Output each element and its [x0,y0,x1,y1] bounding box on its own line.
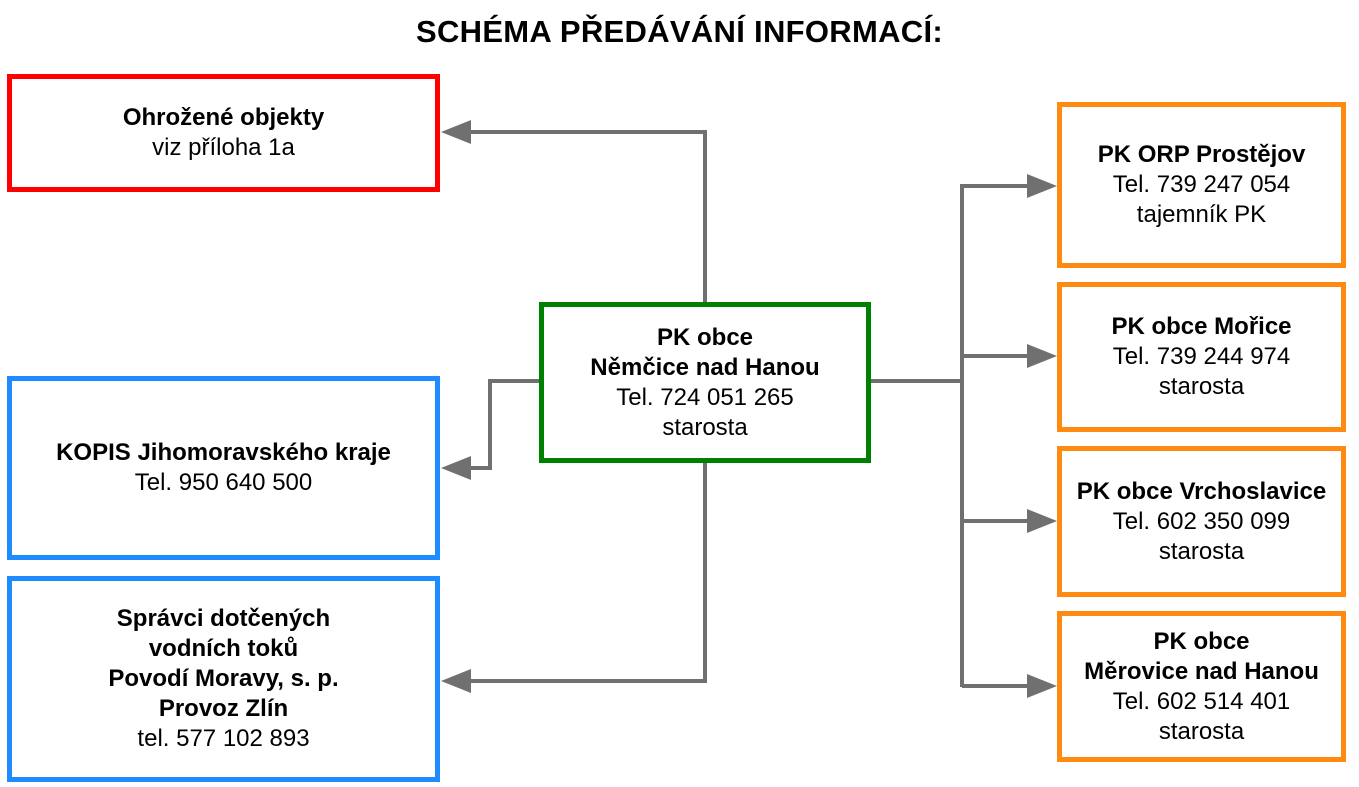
merovice-role: starosta [1158,717,1245,745]
morice-role: starosta [1158,373,1245,400]
prostejov-phone: Tel. 739 247 054 [1112,171,1291,198]
kopis-phone: Tel. 950 640 500 [134,469,313,496]
morice-phone: Tel. 739 244 974 [1112,343,1291,370]
arrowhead-morice [1027,344,1057,368]
arrowhead-prostejov [1027,174,1057,198]
arrowhead-kopis [441,456,471,480]
center-role: starosta [662,413,748,441]
spravci-line1: Správci dotčených [116,605,331,632]
connector-to-spravci [470,461,707,683]
vrchoslavice-phone: Tel. 602 350 099 [1112,507,1291,535]
merovice-phone: Tel. 602 514 401 [1112,687,1291,715]
box-morice: PK obce Mořice Tel. 739 244 974 starosta [1057,282,1346,432]
box-center-nemcice: PK obce Němčice nad Hanou Tel. 724 051 2… [539,302,871,463]
spravci-phone: tel. 577 102 893 [137,725,310,752]
diagram-title: SCHÉMA PŘEDÁVÁNÍ INFORMACÍ: [415,14,944,49]
center-line1: PK obce [656,323,754,351]
box-kopis: KOPIS Jihomoravského kraje Tel. 950 640 … [7,376,440,560]
connector-to-ohrozene [470,130,707,304]
box-spravci: Správci dotčených vodních toků Povodí Mo… [7,576,440,782]
arrowhead-ohrozene [441,120,471,144]
vrchoslavice-role: starosta [1158,537,1245,565]
box-merovice: PK obce Měrovice nad Hanou Tel. 602 514 … [1057,611,1346,762]
spravci-line4: Provoz Zlín [158,695,289,722]
box-ohrozene-objekty: Ohrožené objekty viz příloha 1a [7,74,440,192]
spravci-line3: Povodí Moravy, s. p. [108,665,339,692]
spravci-line2: vodních toků [148,635,299,662]
connector-to-kopis [470,379,541,470]
prostejov-name: PK ORP Prostějov [1097,141,1306,168]
merovice-line2: Měrovice nad Hanou [1084,657,1319,685]
box-prostejov: PK ORP Prostějov Tel. 739 247 054 tajemn… [1057,102,1346,268]
merovice-line1: PK obce [1153,627,1250,655]
center-phone: Tel. 724 051 265 [616,383,794,411]
center-line2: Němčice nad Hanou [590,353,820,381]
kopis-name: KOPIS Jihomoravského kraje [56,439,391,466]
ohrozene-name: Ohrožené objekty [122,104,325,131]
arrowhead-vrchoslavice [1027,509,1057,533]
prostejov-role: tajemník PK [1136,201,1267,228]
arrowhead-spravci [441,669,471,693]
ohrozene-note: viz příloha 1a [152,134,295,161]
morice-name: PK obce Mořice [1111,313,1292,340]
box-vrchoslavice: PK obce Vrchoslavice Tel. 602 350 099 st… [1057,446,1346,597]
arrowhead-merovice [1027,674,1057,698]
vrchoslavice-name: PK obce Vrchoslavice [1076,477,1327,505]
